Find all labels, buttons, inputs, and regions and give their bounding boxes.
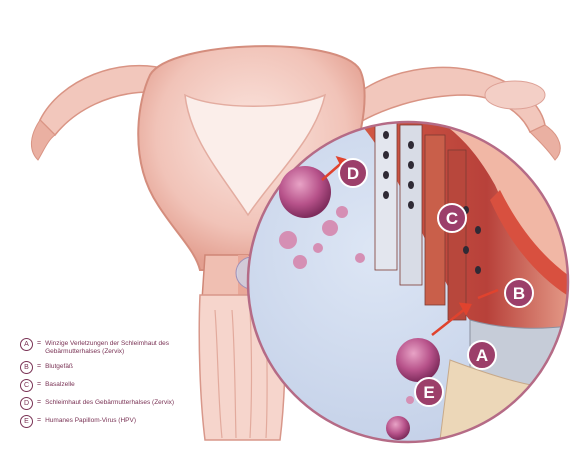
callout-b-label: B [513, 284, 525, 303]
legend-equals: = [37, 397, 41, 409]
callout-c: C [438, 204, 466, 232]
legend-description: Schleimhaut des Gebärmutterhalses (Zervi… [45, 397, 174, 407]
callout-c-label: C [446, 209, 458, 228]
legend-item: B = Blutgefäß [20, 361, 320, 374]
legend-description: Humanes Papillom-Virus (HPV) [45, 415, 136, 425]
legend: A = Winzige Verletzungen der Schleimhaut d… [20, 338, 320, 433]
legend-item: C = Basalzelle [20, 379, 320, 392]
legend-equals: = [37, 338, 41, 350]
callout-d-label: D [347, 164, 359, 183]
callout-a-label: A [476, 346, 488, 365]
legend-item: D = Schleimhaut des Gebärmutterhalses (Zer… [20, 397, 320, 410]
legend-key-badge: E [20, 415, 33, 428]
callout-d: D [339, 159, 367, 187]
legend-item: A = Winzige Verletzungen der Schleimhaut d… [20, 338, 320, 356]
legend-key-badge: A [20, 338, 33, 351]
callout-b: B [505, 279, 533, 307]
legend-key-badge: B [20, 361, 33, 374]
callout-e: E [415, 378, 443, 406]
legend-description: Winzige Verletzungen der Schleimhaut des… [45, 338, 185, 356]
legend-key-badge: D [20, 397, 33, 410]
right-ovary [485, 81, 545, 109]
legend-equals: = [37, 379, 41, 391]
legend-equals: = [37, 415, 41, 427]
callout-e-label: E [423, 383, 434, 402]
right-fimbriae [530, 125, 560, 160]
legend-item: E = Humanes Papillom-Virus (HPV) [20, 415, 320, 428]
legend-equals: = [37, 361, 41, 373]
callout-a: A [468, 341, 496, 369]
legend-description: Blutgefäß [45, 361, 73, 371]
legend-key-badge: C [20, 379, 33, 392]
legend-description: Basalzelle [45, 379, 75, 389]
